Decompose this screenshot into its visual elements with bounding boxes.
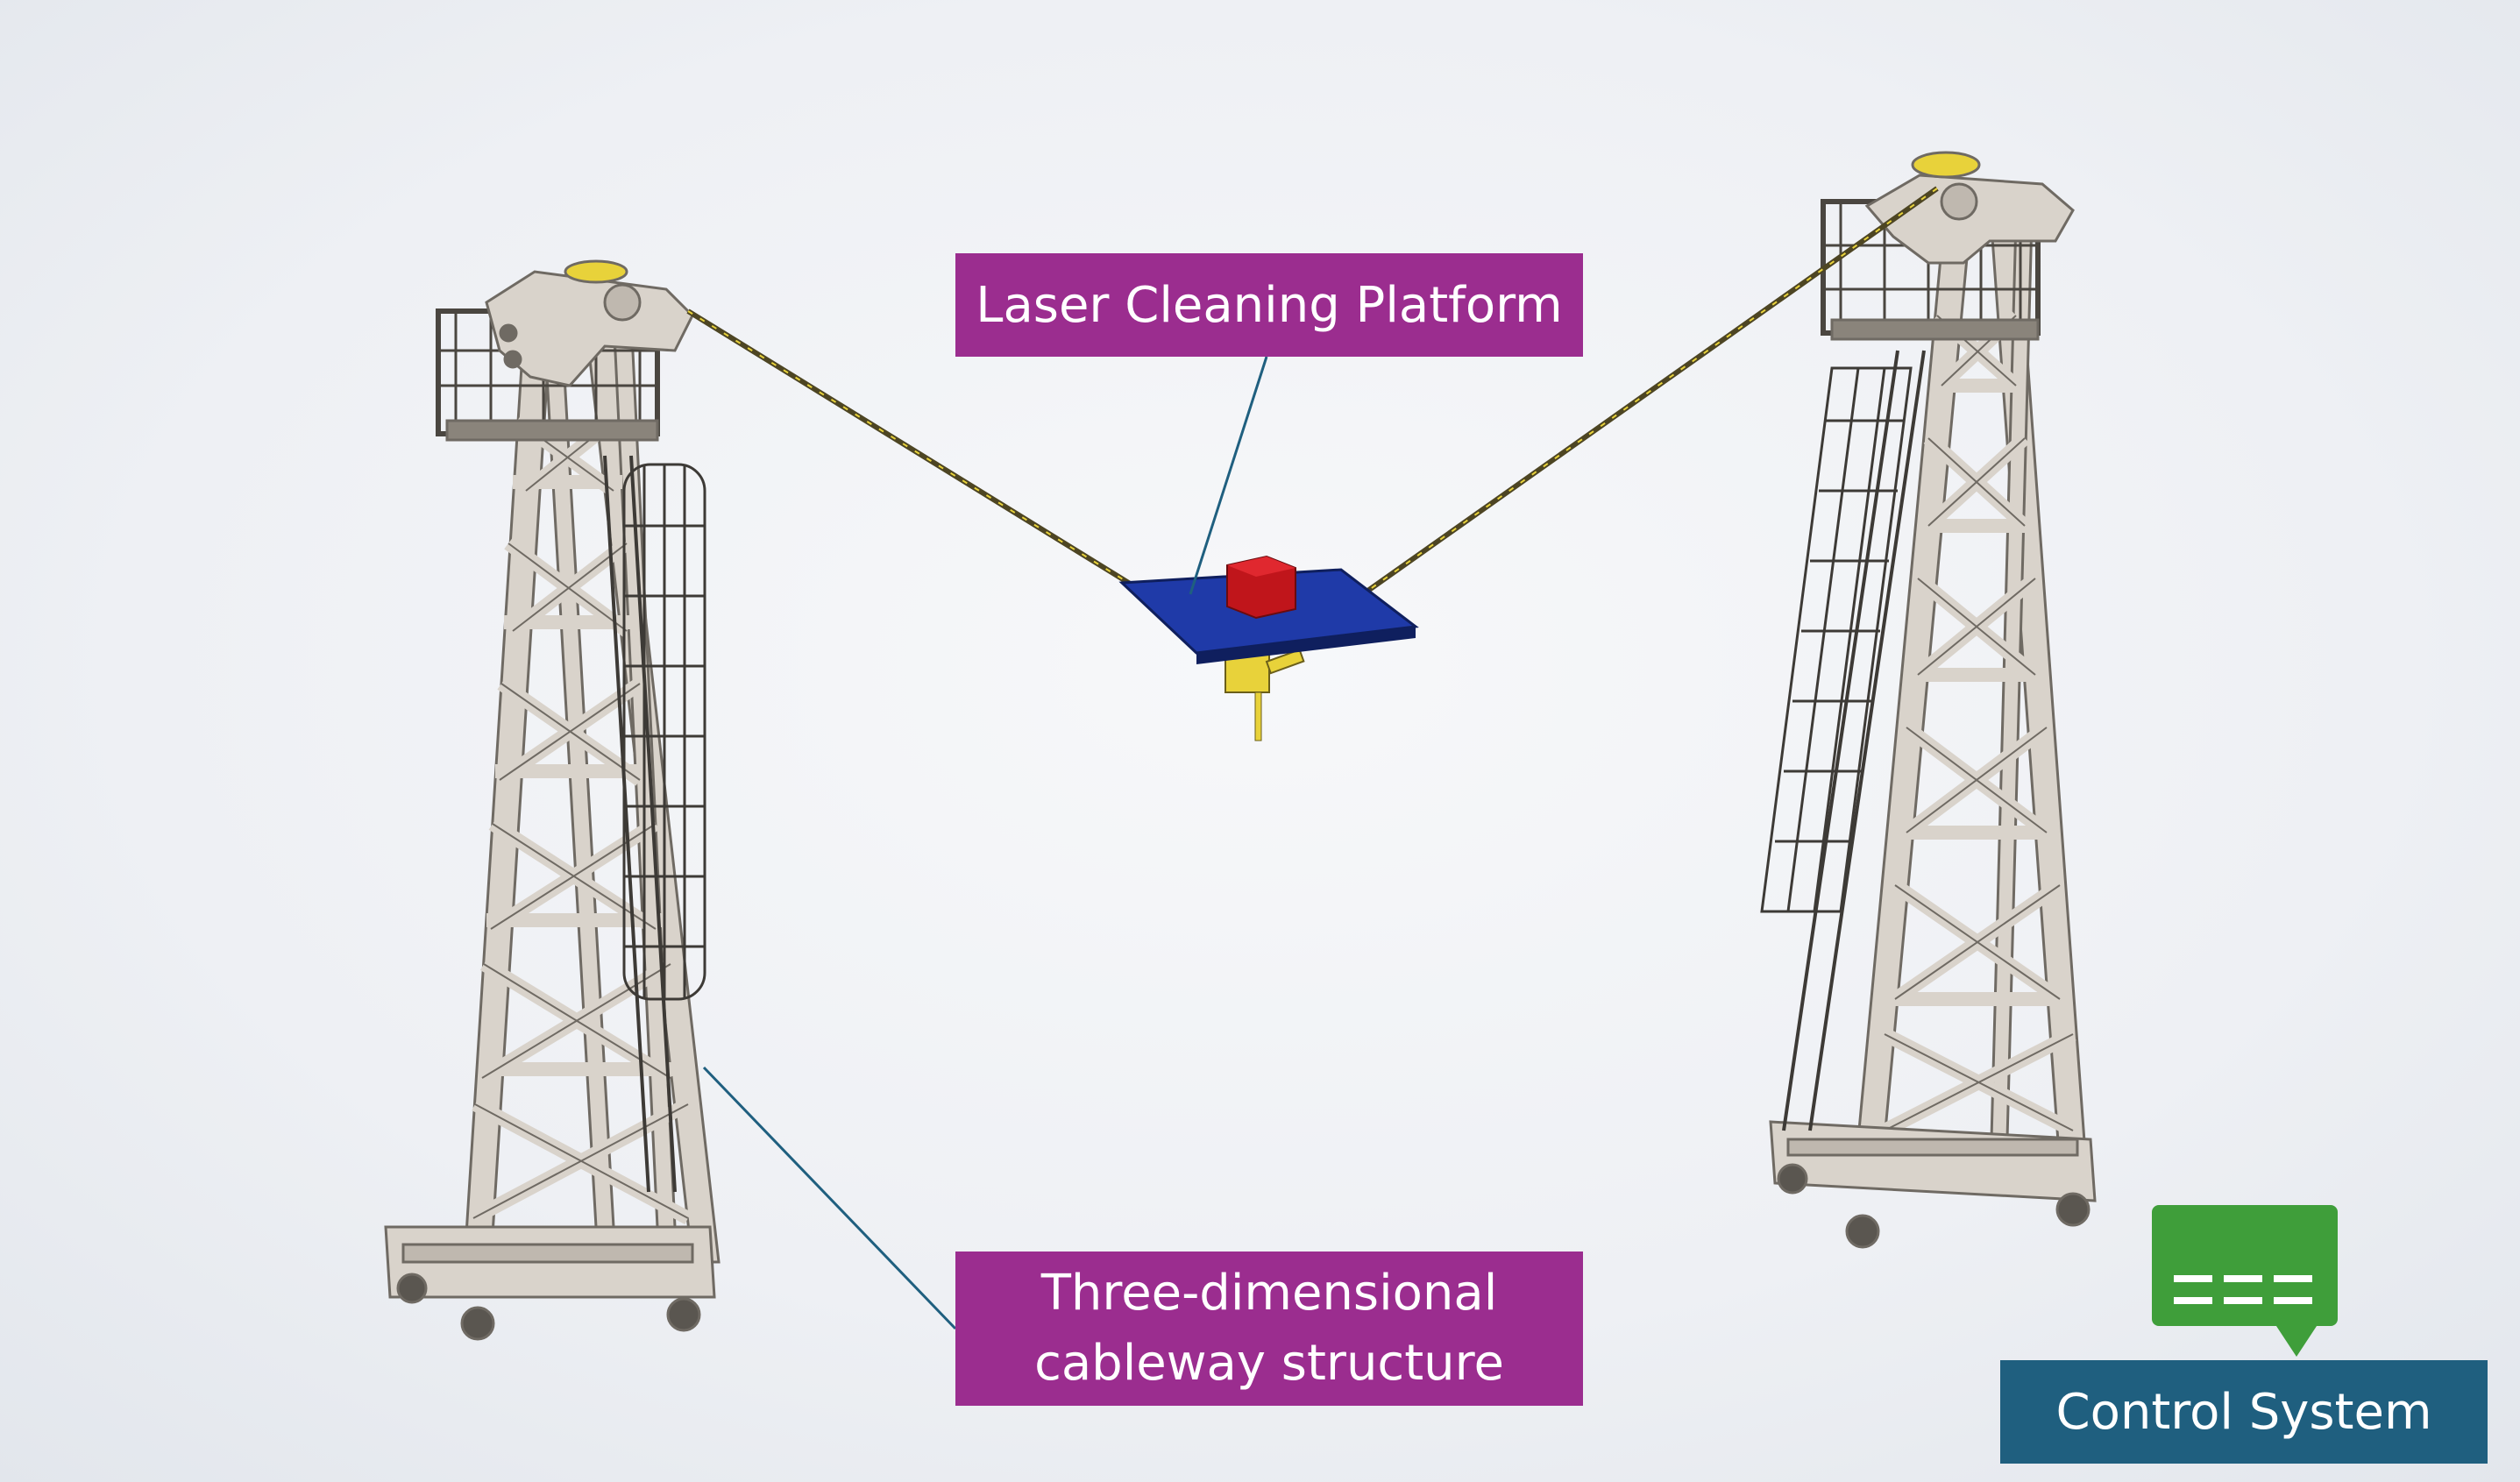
chat-bubble-icon <box>2152 1205 2338 1357</box>
platform-label-box <box>955 253 1583 357</box>
right-tower <box>1769 151 2097 1249</box>
control-system-label-text: Control System <box>2055 1383 2432 1441</box>
left-ladder-cage <box>603 455 706 1193</box>
control-system-label: Control System <box>2000 1360 2488 1464</box>
control-label-box <box>2000 1360 2488 1464</box>
laser-cleaning-platform <box>1118 555 1419 741</box>
cableway-label-line1: Three-dimensional <box>1040 1265 1498 1322</box>
leader-lines <box>702 356 1268 1330</box>
cableway-label-box <box>955 1252 1583 1406</box>
platform-label-text: Laser Cleaning Platform <box>976 276 1563 334</box>
right-ladder-cage <box>1760 350 1926 1131</box>
cables <box>686 186 1939 603</box>
platform-label: Laser Cleaning Platform <box>955 253 1583 357</box>
cableway-label-line2: cableway structure <box>1034 1335 1504 1392</box>
cableway-label: Three-dimensional cableway structure <box>955 1252 1583 1406</box>
